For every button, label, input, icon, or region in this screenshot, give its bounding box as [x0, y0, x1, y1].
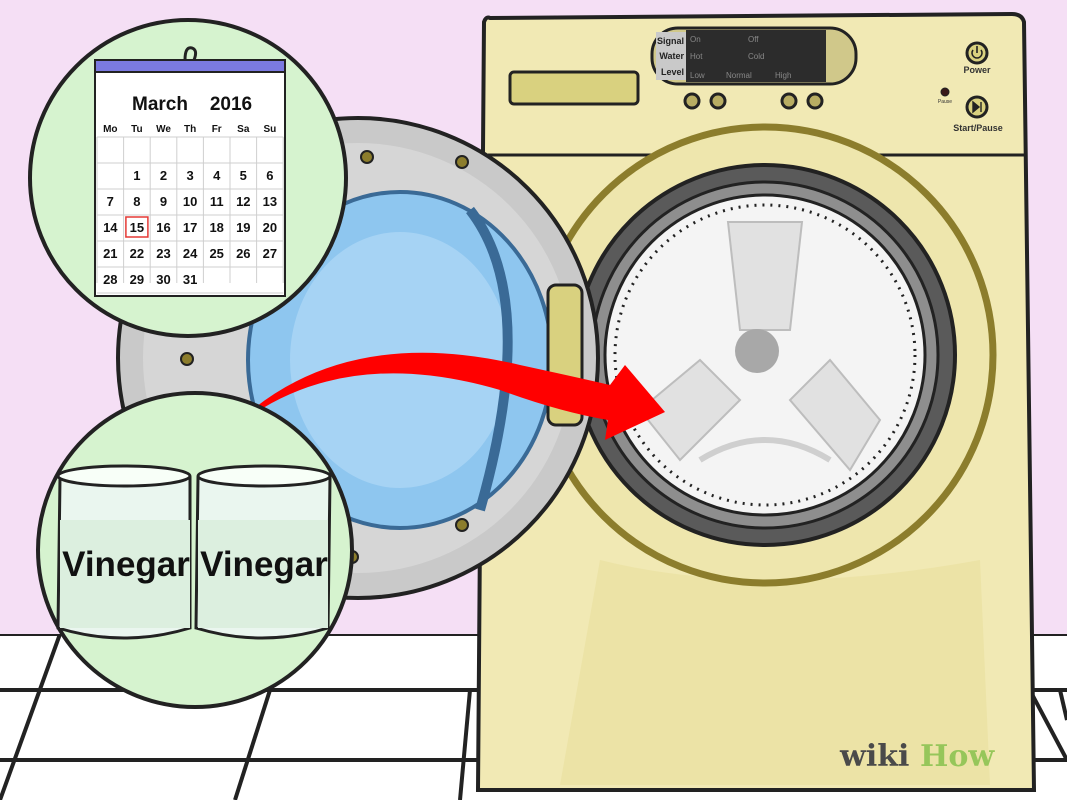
vinegar-jar-right: Vinegar: [194, 464, 332, 640]
calendar-day: 10: [183, 194, 197, 209]
detergent-drawer[interactable]: [508, 70, 640, 106]
calendar-month: March: [132, 94, 188, 115]
panel-signal-label: Signal: [657, 36, 684, 46]
calendar-day: 8: [133, 194, 140, 209]
calendar-day: 1: [133, 168, 140, 183]
power-label: Power: [963, 65, 991, 75]
panel-level-high: High: [775, 71, 791, 80]
calendar-weekday: Mo: [103, 124, 117, 135]
calendar-day: 28: [103, 272, 117, 287]
panel-water-hot: Hot: [690, 52, 703, 61]
power-button[interactable]: [965, 41, 989, 65]
wikihow-watermark: wiki How: [839, 739, 995, 774]
calendar-day: 21: [103, 246, 117, 261]
washing-machine: Signal Water Level On Off Hot Cold Low N…: [475, 11, 1037, 792]
calendar-day: 16: [156, 220, 170, 235]
panel-button-3[interactable]: [780, 92, 798, 110]
calendar-day: 12: [236, 194, 250, 209]
calendar-day: 25: [209, 246, 223, 261]
calendar-day: 31: [183, 272, 197, 287]
calendar-day: 24: [183, 246, 198, 261]
play-pause-icon: [972, 100, 982, 114]
calendar-day: 7: [107, 194, 114, 209]
calendar-day: 29: [130, 272, 144, 287]
vinegar-bubble: Vinegar Vinegar: [36, 391, 354, 709]
calendar-day: 26: [236, 246, 250, 261]
panel-water-cold: Cold: [748, 52, 764, 61]
calendar-day: 17: [183, 220, 197, 235]
calendar-day: 27: [263, 246, 277, 261]
panel-signal-off: Off: [748, 35, 759, 44]
vinegar-jar-left: Vinegar: [56, 464, 192, 640]
panel-level-label: Level: [661, 67, 684, 77]
calendar-weekday: Sa: [237, 124, 250, 135]
panel-level-low: Low: [690, 71, 705, 80]
drum-agitator: [638, 221, 882, 472]
calendar-day: 9: [160, 194, 167, 209]
calendar-weekday: Su: [264, 124, 277, 135]
calendar-day: 15: [130, 220, 144, 235]
pause-indicator-light: [940, 87, 950, 97]
calendar-day: 19: [236, 220, 250, 235]
calendar-day: 11: [210, 194, 224, 209]
calendar-binder: [94, 59, 286, 73]
panel-water-label: Water: [659, 51, 684, 61]
calendar-day: 22: [130, 246, 144, 261]
calendar-day: 4: [213, 168, 221, 183]
calendar-day: 18: [209, 220, 223, 235]
panel-button-1[interactable]: [683, 92, 701, 110]
calendar-weekday: Th: [184, 124, 196, 135]
watermark-wiki: wiki: [839, 739, 909, 774]
vinegar-label-left: Vinegar: [62, 545, 190, 584]
calendar-year: 2016: [210, 94, 252, 115]
vinegar-label-right: Vinegar: [200, 545, 328, 584]
calendar-weekday: Tu: [131, 124, 142, 135]
calendar-day: 30: [156, 272, 170, 287]
start-pause-label: Start/Pause: [953, 123, 1003, 133]
calendar-weekday: Fr: [212, 124, 222, 135]
calendar-weekday: We: [156, 124, 171, 135]
calendar-day: 13: [263, 194, 277, 209]
watermark-how: How: [920, 739, 995, 774]
panel-button-4[interactable]: [806, 92, 824, 110]
panel-level-normal: Normal: [726, 71, 752, 80]
calendar-day: 5: [240, 168, 247, 183]
power-icon: [971, 46, 983, 59]
drum-hub: [735, 329, 779, 373]
calendar-day: 20: [263, 220, 277, 235]
pause-indicator-label: Pause: [938, 99, 952, 105]
calendar-highlight-box: [125, 216, 149, 238]
panel-button-2[interactable]: [709, 92, 727, 110]
calendar-page: [94, 69, 286, 297]
calendar-day: 6: [266, 168, 273, 183]
calendar-day: 23: [156, 246, 170, 261]
panel-signal-on: On: [690, 35, 701, 44]
start-pause-button[interactable]: [965, 95, 989, 119]
calendar-day: 3: [186, 168, 193, 183]
calendar-day: 2: [160, 168, 167, 183]
arrow-into-drum: [220, 352, 665, 440]
calendar-day: 14: [103, 220, 118, 235]
